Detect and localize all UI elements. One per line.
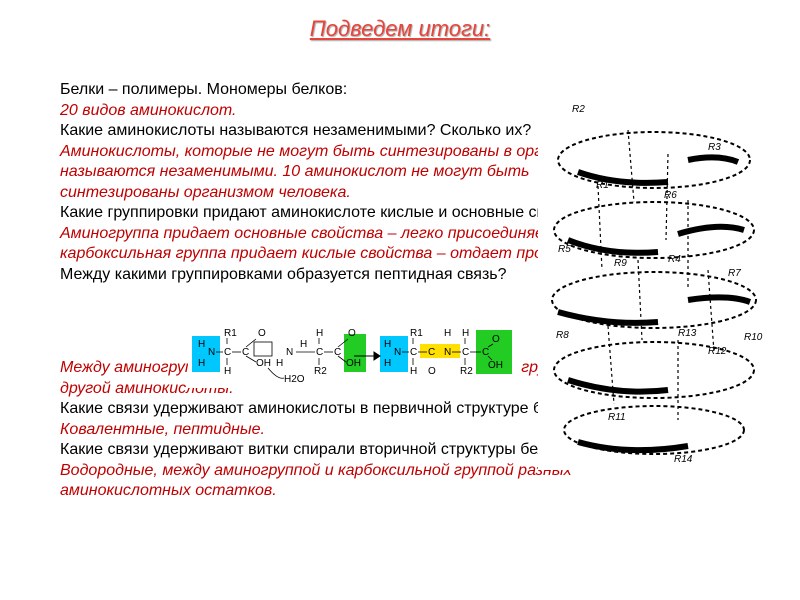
helix-label-r6: R6 <box>664 190 677 201</box>
atom-h-3: H <box>224 366 231 377</box>
answer-line: карбоксильная группа придает кислые свой… <box>60 245 579 262</box>
helix-label-r9: R9 <box>614 258 627 269</box>
answer-line: называются незаменимыми. 10 аминокислот … <box>60 163 530 180</box>
atom-c-2: C <box>242 347 249 358</box>
peptide-bond-box <box>420 344 460 358</box>
helix-label-r2: R2 <box>572 104 585 115</box>
carboxyl-group-box-3 <box>344 334 366 372</box>
answer-line: Ковалентные, пептидные. <box>60 420 265 438</box>
alpha-helix-diagram: R1 R2 R3 R4 R5 R6 R7 R8 R9 R10 R11 R12 R… <box>538 90 770 470</box>
helix-label-r13: R13 <box>678 328 697 339</box>
atom-h: H <box>198 339 205 350</box>
label-r1-2: R1 <box>410 328 423 339</box>
helix-label-r4: R4 <box>668 254 681 265</box>
question-line: Белки – полимеры. Мономеры белков: <box>60 81 348 98</box>
atom-c: C <box>224 347 231 358</box>
helix-label-r5: R5 <box>558 244 571 255</box>
amino-group-box-2 <box>380 336 408 372</box>
atom-h-6: H <box>316 328 323 339</box>
atom-c-5: C <box>410 347 417 358</box>
atom-c-7: C <box>462 347 469 358</box>
atom-c-6: C <box>428 347 435 358</box>
atom-o-3: O <box>428 366 436 377</box>
carboxyl-group-box-1 <box>253 341 273 357</box>
atom-h-2: H <box>198 358 205 369</box>
atom-oh: OH <box>256 358 271 369</box>
atom-h-9: H <box>410 366 417 377</box>
atom-n-4: N <box>444 347 451 358</box>
atom-oh-2: OH <box>346 358 361 369</box>
label-r2: R2 <box>314 366 327 377</box>
helix-label-r10: R10 <box>744 332 763 343</box>
answer-line: Аминокислоты, которые не могут быть синт… <box>60 142 601 160</box>
atom-o-2: O <box>348 328 356 339</box>
answer-line: синтезированы организмом человека. <box>60 183 351 201</box>
question-line: Какие аминокислоты называются незаменимы… <box>60 122 532 139</box>
question-line: Какие связи удерживают витки спирали вто… <box>60 441 573 458</box>
helix-label-r7: R7 <box>728 268 741 279</box>
label-r2-2: R2 <box>460 366 473 377</box>
reaction-arrows <box>354 351 381 361</box>
atom-c-4: C <box>334 347 341 358</box>
atom-n-2: N <box>286 347 293 358</box>
helix-label-r1: R1 <box>596 180 609 191</box>
atom-c-8: C <box>482 347 489 358</box>
helix-label-r12: R12 <box>708 346 727 357</box>
atom-n: N <box>208 347 215 358</box>
answer-line: Аминогруппа придает основные свойства – … <box>60 224 624 242</box>
helix-label-r8: R8 <box>556 330 569 341</box>
atom-h-8: H <box>384 358 391 369</box>
question-line: Между какими группировками образуется пе… <box>60 265 507 283</box>
atom-oh-3: OH <box>488 360 503 371</box>
helix-label-r14: R14 <box>674 454 693 465</box>
atom-n-3: N <box>394 347 401 358</box>
question-line: Какие связи удерживают аминокислоты в пе… <box>60 400 585 417</box>
answer-line: аминокислотных остатков. <box>60 482 277 499</box>
label-h2o: H2O <box>284 374 305 385</box>
atom-h-5: H <box>300 339 307 350</box>
atom-h-11: H <box>462 328 469 339</box>
question-line: Какие группировки придают аминокислоте к… <box>60 204 605 221</box>
slide-title: Подведем итоги: <box>309 16 491 41</box>
atom-o: O <box>258 328 266 339</box>
atom-h-7: H <box>384 339 391 350</box>
answer-line: 20 видов аминокислот. <box>60 101 237 119</box>
amino-group-box-1 <box>192 336 220 372</box>
questions-block-top: Белки – полимеры. Мономеры белков: 20 вид… <box>60 80 800 285</box>
atom-c-3: C <box>316 347 323 358</box>
atom-o-4: O <box>492 334 500 345</box>
carboxyl-group-box-2 <box>476 330 512 374</box>
answer-line: Водородные, между аминогруппой и карбокс… <box>60 461 572 479</box>
label-r1: R1 <box>224 328 237 339</box>
helix-label-r11: R11 <box>608 412 626 423</box>
atom-h-10: H <box>444 328 451 339</box>
helix-label-r3: R3 <box>708 142 721 153</box>
atom-h-4: H <box>276 358 283 369</box>
peptide-bond-diagram: H N H C R1 H C O OH H N H C H R2 C O OH … <box>188 322 520 388</box>
